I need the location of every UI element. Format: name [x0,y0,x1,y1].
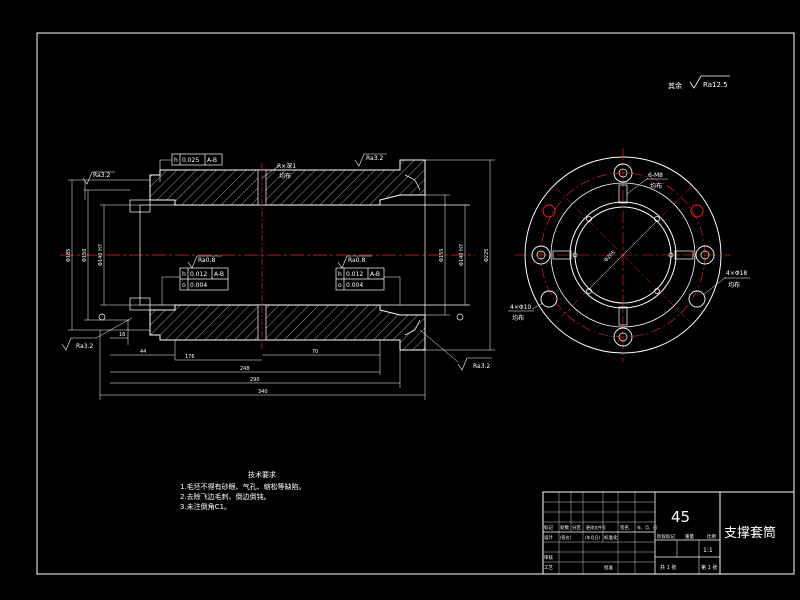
sheets-total: 共 1 张 [660,564,676,571]
svg-text:均布: 均布 [728,281,740,289]
tech-note-1: 1.毛坯不得有砂眼、气孔、缩松等缺陷。 [180,483,306,491]
thread-holes [572,216,674,294]
svg-text:年、月、日: 年、月、日 [637,524,657,530]
tech-note-3: 3.未注倒角C1。 [180,503,232,511]
dim-h-4: 248 [240,366,250,372]
svg-text:h: h [182,271,186,278]
roughness-top-right: Ra3.2 [354,153,387,167]
roughness-bottom-right: Ra3.2 [419,329,492,371]
tol-frame-right: h 0.012 A-B o 0.004 [335,267,401,305]
dims-vertical-right [425,159,495,351]
svg-text:h: h [338,271,342,278]
lower-wall [149,304,426,351]
svg-text:R×深1: R×深1 [277,162,296,170]
svg-text:Ra0.8: Ra0.8 [348,257,365,264]
roughness-general: 其余 Ra12.5 [668,75,730,90]
svg-text:4×Φ10: 4×Φ10 [510,304,531,311]
svg-text:签名: 签名 [620,524,629,531]
tol-frame-top: h 0.025 A-B [159,153,223,182]
label-right: 4×Φ18 均布 [702,270,750,296]
label-left: 4×Φ10 均布 [508,302,544,322]
svg-text:0.025: 0.025 [182,157,199,164]
dim-h-0: 16 [119,332,125,338]
top-slot-note: R×深1 均布 [261,162,298,180]
svg-text:Ra3.2: Ra3.2 [473,363,490,370]
svg-text:阶段标记: 阶段标记 [657,533,675,540]
svg-text:0.004: 0.004 [346,282,363,289]
roughness-bottom-left: Ra3.2 [61,317,133,351]
sheet-no: 第 1 张 [701,564,717,571]
svg-text:工艺: 工艺 [544,565,553,571]
svg-text:o: o [182,282,186,289]
svg-text:h: h [174,157,178,164]
svg-text:标记: 标记 [544,524,553,531]
dim-v-left-0: Φ185 [66,249,72,262]
end-view-dim-center: Φ205 [603,250,617,264]
dim-v-left-1: Φ150 [82,249,88,262]
roughness-general-value: Ra12.5 [703,81,728,89]
svg-text:均布: 均布 [650,182,662,190]
svg-text:分区: 分区 [572,524,581,531]
drawing-frame [36,32,795,575]
svg-text:4×Φ18: 4×Φ18 [726,270,747,277]
svg-text:Ra3.2: Ra3.2 [366,155,383,162]
dim-h-3: 70 [312,349,318,355]
svg-text:0.004: 0.004 [190,282,207,289]
svg-text:Ra0.8: Ra0.8 [198,257,215,264]
material: 45 [671,508,690,526]
dims-vertical-left [68,179,150,331]
svg-text:A-B: A-B [370,271,380,278]
roughness-bore-right: Ra0.8 [337,255,372,269]
svg-text:审核: 审核 [544,554,553,561]
dim-h-1: 44 [140,349,146,355]
scale: 1:1 [703,547,713,554]
svg-text:批准: 批准 [604,564,613,571]
title-block [542,491,795,575]
svg-text:Ra3.2: Ra3.2 [76,343,93,350]
svg-text:6-M8: 6-M8 [648,172,663,179]
svg-text:重量: 重量 [685,533,694,540]
dim-h-6: 340 [258,389,268,395]
svg-text:Ra3.2: Ra3.2 [93,172,110,179]
svg-text:均布: 均布 [279,172,291,180]
svg-text:处数: 处数 [560,524,569,531]
dim-v-right-0: Φ155 [439,249,445,262]
dim-v-left-2: Φ140 H7 [98,244,104,266]
end-view: Φ205 6-M8 均布 4×Φ18 均布 4×Φ10 均布 [508,148,750,362]
roughness-general-prefix: 其余 [668,81,682,90]
svg-text:均布: 均布 [512,314,524,322]
bolt-holes-diagonal [540,204,706,308]
roughness-bore-left: Ra0.8 [187,255,222,269]
dim-h-2: 176 [185,354,195,360]
dim-v-right-2: Φ225 [484,249,490,262]
dim-v-right-1: Φ140 H7 [459,244,465,266]
dim-h-5: 290 [250,377,260,383]
svg-text:(签名): (签名) [560,534,572,540]
svg-text:0.012: 0.012 [346,271,363,278]
section-view: h 0.025 A-B R×深1 均布 Ra3.2 Ra3.2 Ra0.8 Ra… [60,153,495,400]
tech-notes-title: 技术要求 [248,471,276,479]
roughness-top-left: Ra3.2 [82,171,115,200]
svg-text:A-B: A-B [207,157,217,164]
svg-text:比例: 比例 [707,533,716,540]
part-name: 支撑套筒 [724,525,776,541]
svg-text:o: o [338,282,342,289]
svg-text:设计: 设计 [544,534,553,541]
dims-horizontal [99,320,426,400]
label-top: 6-M8 均布 [626,172,668,195]
svg-text:(年月日): (年月日) [585,534,601,540]
tech-note-2: 2.去除飞边毛刺、倒边倒钝。 [180,493,271,501]
svg-text:A-B: A-B [214,271,224,278]
svg-text:更改文件号: 更改文件号 [586,524,606,530]
bolt-holes-axial [531,163,715,347]
tol-frame-left: h 0.012 A-B o 0.004 [161,267,229,305]
svg-text:0.012: 0.012 [190,271,207,278]
svg-text:标准化: 标准化 [604,534,618,541]
